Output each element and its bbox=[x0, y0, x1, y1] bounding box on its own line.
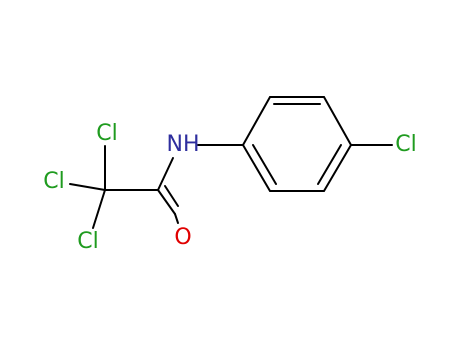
carbonyl-double-bond bbox=[157, 185, 179, 224]
benzene-ring bbox=[241, 96, 353, 192]
bond-c-cl-left bbox=[69, 183, 106, 191]
atom-cl-right: Cl bbox=[395, 132, 416, 157]
atom-cl-top: Cl bbox=[96, 121, 117, 146]
bond-c-n bbox=[157, 157, 174, 191]
trichloromethyl-bonds bbox=[69, 145, 106, 229]
ring-inner-bond-right bbox=[317, 144, 342, 185]
ring-outline bbox=[241, 96, 353, 192]
atom-cl-left: Cl bbox=[43, 169, 64, 194]
atom-cl-bottom: Cl bbox=[77, 229, 98, 254]
atom-oxygen: O bbox=[174, 225, 191, 250]
atom-nh: NH bbox=[167, 132, 200, 157]
ring-inner-bond-left bbox=[252, 144, 277, 185]
bond-c-cl-bottom bbox=[92, 189, 106, 229]
